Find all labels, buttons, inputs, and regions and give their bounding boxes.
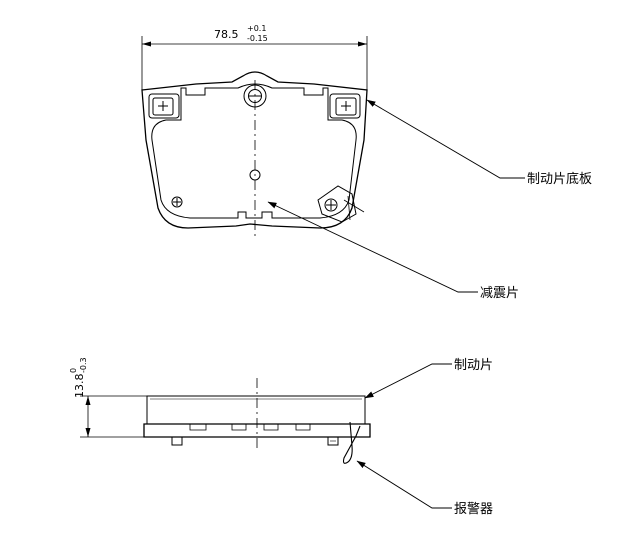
dimension-texts: 78.5 +0.1 -0.15 13.8 0 -0.3	[69, 24, 268, 398]
lower-left-hole	[171, 196, 183, 208]
leader-brake-pad	[364, 363, 452, 399]
right-mount-hole	[335, 97, 357, 116]
side-stud-right	[327, 436, 339, 446]
leader-shim	[267, 201, 478, 293]
friction-material	[146, 395, 366, 425]
thickness-upper-tol: 0	[69, 368, 78, 373]
side-notches	[189, 424, 311, 431]
thickness-nominal: 13.8	[73, 374, 86, 399]
side-stud-left	[171, 436, 183, 446]
label-shim: 减震片	[480, 286, 519, 301]
leader-backing-plate	[366, 99, 525, 179]
thickness-dimension	[80, 395, 150, 438]
width-dimension	[141, 36, 368, 92]
callout-leaders	[267, 99, 525, 509]
left-mount-hole	[152, 97, 174, 116]
callout-texts: 制动片底板 减震片 制动片 报警器	[454, 171, 592, 517]
shim-outline	[151, 83, 357, 219]
label-brake-pad: 制动片	[454, 358, 493, 373]
width-upper-tol: +0.1	[247, 24, 266, 33]
sensor-clip	[317, 185, 365, 223]
left-ear	[148, 93, 180, 119]
wear-indicator-wire	[342, 421, 361, 464]
side-backing-plate	[143, 423, 371, 438]
label-wear-indicator: 报警器	[454, 501, 493, 517]
side-view	[80, 378, 371, 464]
leader-wear-indicator	[356, 460, 452, 509]
label-backing-plate: 制动片底板	[527, 171, 592, 187]
width-nominal: 78.5	[214, 28, 239, 41]
thickness-lower-tol: -0.3	[79, 357, 88, 373]
right-ear	[329, 93, 361, 119]
top-view	[141, 36, 368, 238]
width-lower-tol: -0.15	[247, 34, 268, 43]
